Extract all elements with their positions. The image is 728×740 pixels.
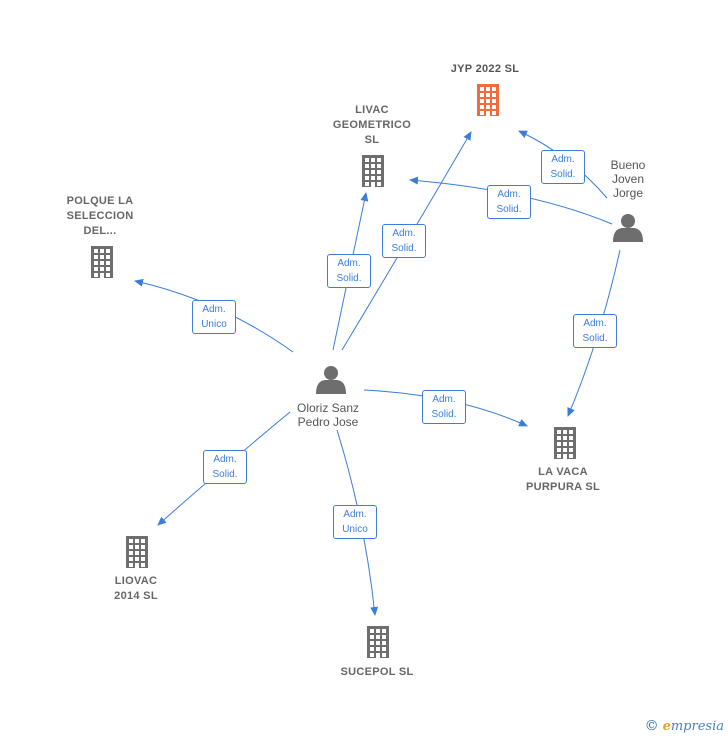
building-icon-livac-geometrico[interactable] [362, 155, 384, 187]
company-label-jyp-2022[interactable]: JYP 2022 SL [450, 63, 520, 75]
icons-layer [91, 84, 643, 658]
brand-name: mpresia [670, 719, 724, 734]
relation-badge-oloriz-lavaca[interactable]: Adm. Solid. [422, 390, 466, 424]
building-icon-liovac-2014[interactable] [126, 536, 148, 568]
person-label-bueno-joven-jorge[interactable]: Bueno Joven Jorge [610, 158, 646, 200]
empresia-brand[interactable]: ©empresia [645, 718, 724, 734]
person-icon-oloriz-sanz[interactable] [316, 366, 346, 394]
relation-badge-oloriz-liovac[interactable]: Adm. Solid. [203, 450, 247, 484]
building-icon-la-vaca-purpura[interactable] [554, 427, 576, 459]
edges-layer [134, 130, 621, 616]
relation-badge-oloriz-sucepol[interactable]: Adm. Unico [333, 505, 377, 539]
relation-badge-oloriz-livac[interactable]: Adm. Solid. [327, 254, 371, 288]
building-icon-polque[interactable] [91, 246, 113, 278]
building-icon-jyp-2022[interactable] [477, 84, 499, 116]
relation-badge-oloriz-jyp[interactable]: Adm. Solid. [382, 224, 426, 258]
relation-badge-oloriz-polque[interactable]: Adm. Unico [192, 300, 236, 334]
person-label-oloriz-sanz[interactable]: Oloriz Sanz Pedro Jose [296, 401, 360, 429]
company-label-liovac-2014[interactable]: LIOVAC 2014 SL [114, 575, 158, 602]
brand-logo-e: e [662, 719, 671, 734]
company-label-polque[interactable]: POLQUE LA SELECCION DEL... [66, 195, 134, 237]
company-label-livac-geometrico[interactable]: LIVAC GEOMETRICO SL [332, 104, 412, 146]
person-icon-bueno-joven-jorge[interactable] [613, 214, 643, 242]
building-icon-sucepol[interactable] [367, 626, 389, 658]
company-label-sucepol[interactable]: SUCEPOL SL [340, 666, 414, 678]
company-label-la-vaca-purpura[interactable]: LA VACA PURPURA SL [525, 466, 601, 493]
relation-badge-bueno-lavaca[interactable]: Adm. Solid. [573, 314, 617, 348]
relation-badge-bueno-jyp[interactable]: Adm. Solid. [541, 150, 585, 184]
copyright-symbol: © [644, 718, 659, 734]
relation-badge-bueno-livac[interactable]: Adm. Solid. [487, 185, 531, 219]
